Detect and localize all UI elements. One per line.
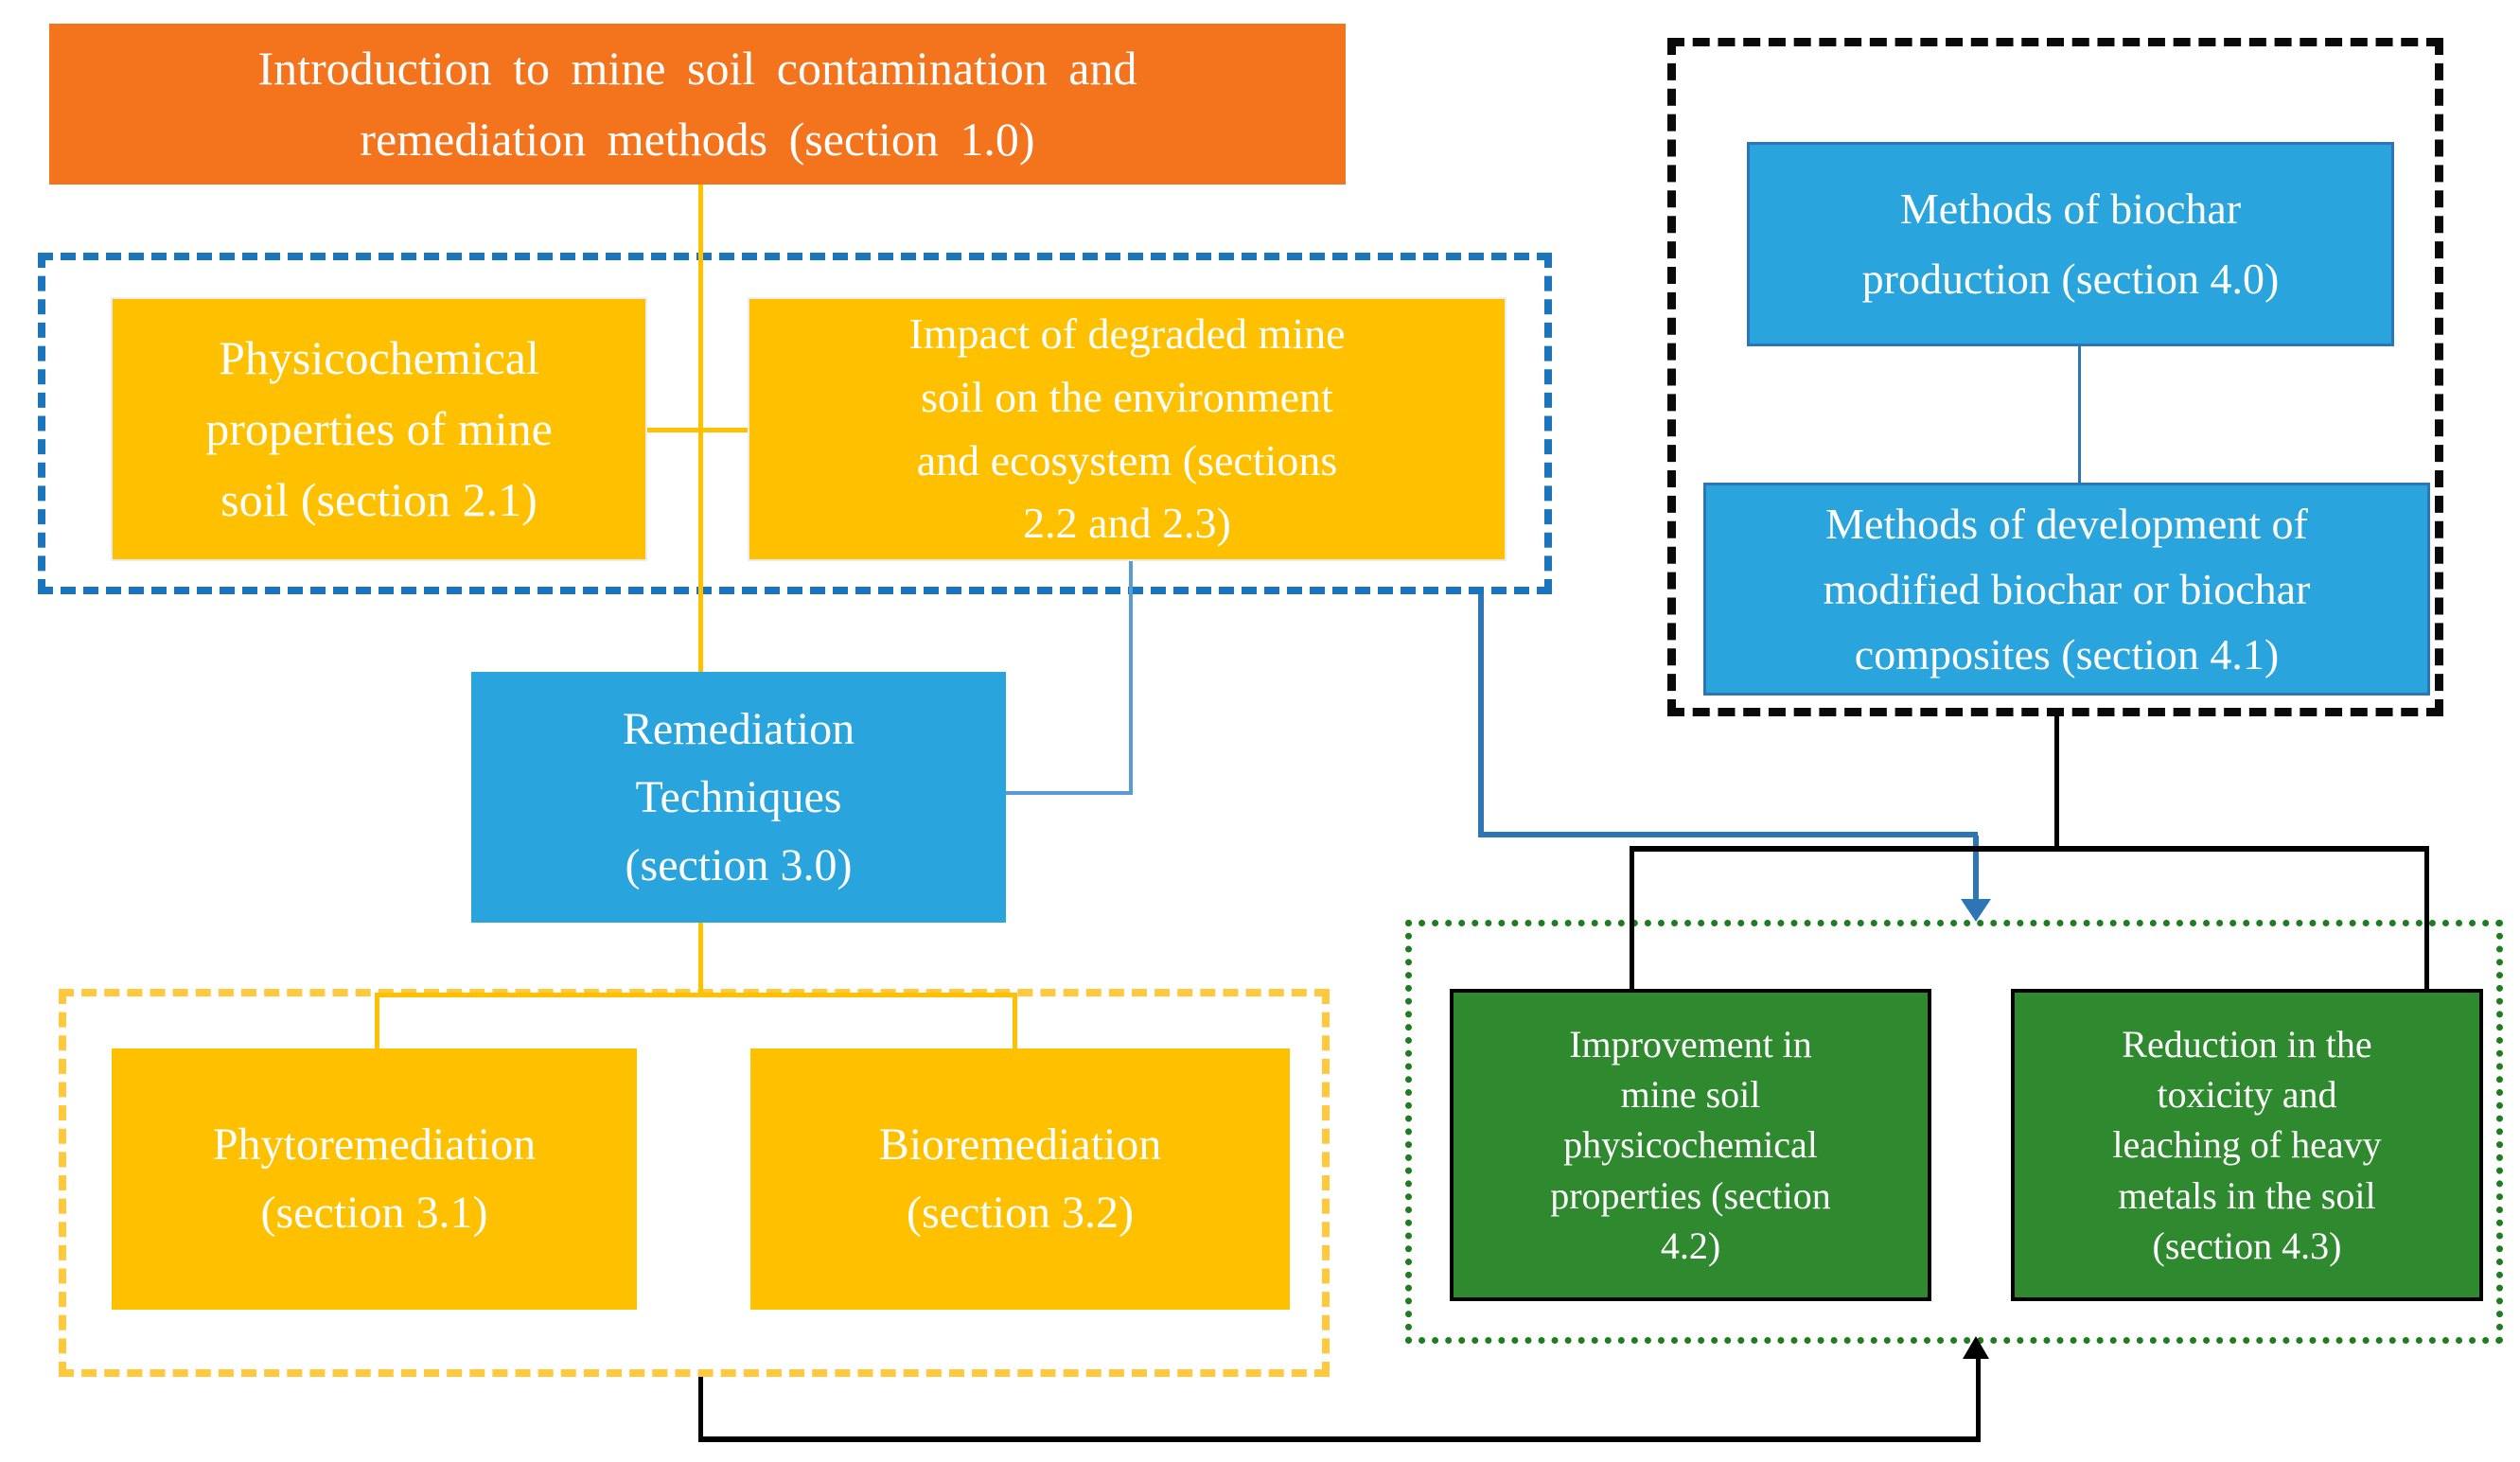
node-physicochemical-label: Physicochemical properties of mine soil … xyxy=(205,331,553,526)
node-reduction-toxicity: Reduction in the toxicity and leaching o… xyxy=(2011,989,2483,1301)
node-bioremediation: Bioremediation (section 3.2) xyxy=(750,1048,1290,1310)
arrowhead-down-icon xyxy=(1961,899,1991,922)
connector-bottom-arrow-stem xyxy=(1976,1359,1981,1442)
connector-remediation-down-line xyxy=(698,921,703,996)
node-remediation-label: Remediation Techniques (section 3.0) xyxy=(622,703,855,890)
connector-soilgroup-right-line xyxy=(1478,832,1978,837)
node-impact-degraded-soil: Impact of degraded mine soil on the envi… xyxy=(748,297,1507,561)
connector-soilgroup-down-line xyxy=(1478,594,1484,837)
connector-branch-to-bioremediation-line xyxy=(1013,995,1017,1050)
connector-remediationgroup-bottom-line xyxy=(698,1436,1980,1442)
node-impact-label: Impact of degraded mine soil on the envi… xyxy=(908,309,1346,548)
node-phytoremediation-label: Phytoremediation (section 3.1) xyxy=(212,1119,537,1238)
node-phytoremediation: Phytoremediation (section 3.1) xyxy=(112,1048,637,1310)
node-improvement-label: Improvement in mine soil physicochemical… xyxy=(1550,1023,1831,1267)
connector-production-to-development-line xyxy=(2078,346,2081,484)
node-improvement-properties: Improvement in mine soil physicochemical… xyxy=(1450,989,1931,1301)
connector-biochargroup-down-line xyxy=(2054,716,2059,849)
group-biochar-outcomes xyxy=(1405,920,2503,1344)
arrowhead-up-icon xyxy=(1963,1336,1989,1359)
node-bioremediation-label: Bioremediation (section 3.2) xyxy=(878,1119,1162,1238)
connector-branch-to-phytoremediation-line xyxy=(375,995,379,1050)
connector-remediation-branch-line xyxy=(375,993,1017,997)
group-biochar-methods xyxy=(1667,38,2443,716)
connector-soilgroup-arrow-stem xyxy=(1973,836,1979,902)
node-biochar-production-label: Methods of biochar production (section 4… xyxy=(1861,185,2280,303)
connector-branch-to-reduction-line xyxy=(2424,846,2429,991)
node-physicochemical-properties: Physicochemical properties of mine soil … xyxy=(111,297,647,561)
node-introduction-label: Introduction to mine soil contamination … xyxy=(257,42,1137,166)
connector-biochargroup-branch-line xyxy=(1630,846,2429,852)
node-introduction: Introduction to mine soil contamination … xyxy=(49,24,1346,185)
connector-physicochemical-to-impact-line xyxy=(647,428,748,432)
connector-impact-down-line xyxy=(1129,561,1133,794)
node-biochar-production: Methods of biochar production (section 4… xyxy=(1747,142,2394,346)
connector-branch-to-improvement-line xyxy=(1630,846,1634,989)
connector-impact-to-remediation-line xyxy=(1006,791,1133,795)
group-mine-soil-properties-impact xyxy=(38,253,1552,594)
connector-remediationgroup-down-line xyxy=(698,1377,703,1441)
node-biochar-development: Methods of development of modified bioch… xyxy=(1703,483,2430,696)
node-remediation-techniques: Remediation Techniques (section 3.0) xyxy=(471,672,1006,923)
node-biochar-development-label: Methods of development of modified bioch… xyxy=(1823,500,2311,678)
node-reduction-label: Reduction in the toxicity and leaching o… xyxy=(2112,1023,2382,1267)
